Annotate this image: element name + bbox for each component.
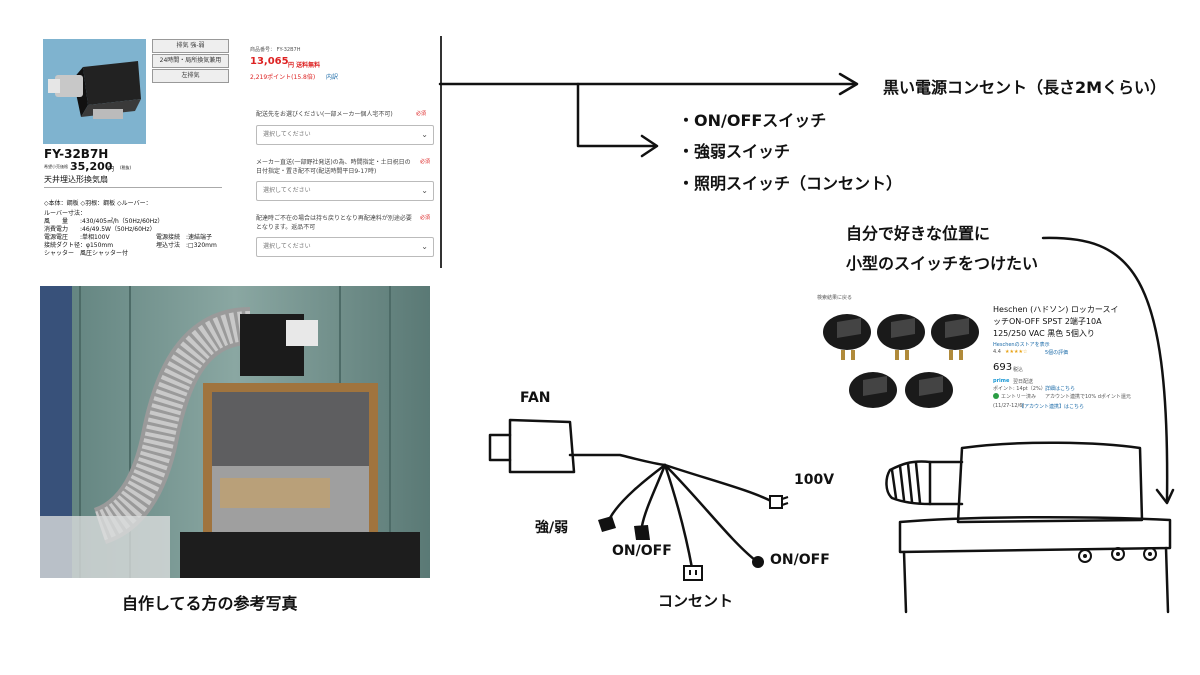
onoff-switch-left-icon — [634, 525, 650, 540]
rating-value: 4.4 — [993, 349, 1001, 355]
fan-box-sketch — [956, 441, 1144, 524]
reviews-link[interactable]: 5個の評価 — [1045, 350, 1069, 356]
select-placeholder: 選択してください — [263, 131, 311, 138]
price-unit: 円 — [108, 166, 115, 173]
wiring-onoff-right-label: ON/OFF — [770, 552, 830, 568]
product-name: 天井埋込形換気扇 — [44, 175, 108, 184]
chevron-down-icon: ⌄ — [421, 186, 428, 195]
outlet-plug-icon — [683, 565, 703, 581]
campaign-period: (11/27-12/6) — [993, 403, 1025, 409]
points-detail-link[interactable]: 詳細はこちら — [1045, 386, 1076, 392]
select-placeholder: 選択してください — [263, 187, 311, 194]
order-panel: 商品番号： FY-32B7H 13,065 円 送料無料 2,219ポイント(1… — [248, 36, 442, 268]
arrow-to-box-switches — [1041, 236, 1169, 502]
tag-24h-ventilation: 24時間・局所換気兼用 — [152, 54, 229, 68]
product-title-line1: Heschen (ハドソン) ロッカースイ — [993, 305, 1119, 314]
spec-line: 接続ダクト径：φ150mm — [44, 242, 114, 249]
amazon-product-card: 検索結果に戻る Heschen (ハドソン) ロッカースイ ッチON-OFF S… — [815, 292, 1131, 418]
store-link[interactable]: Heschenのストアを表示 — [993, 342, 1050, 348]
ventilation-fan-icon — [43, 39, 146, 144]
spec-line: 風 量 :430/405㎥/h（50Hz/60Hz） — [44, 218, 164, 225]
chevron-down-icon: ⌄ — [421, 242, 428, 251]
entry-status: エントリー済み — [1001, 394, 1037, 400]
wiring-strength-label: 強/弱 — [535, 520, 569, 536]
wiring-100v-label: 100V — [794, 472, 835, 488]
booth-top-sketch — [898, 515, 1172, 554]
product-title-line3: 125/250 VAC 黒色 5個入り — [993, 329, 1095, 338]
tag-exhaust-strength: 排気 強-弱 — [152, 39, 229, 53]
diy-booth-photo — [40, 286, 430, 578]
box-switch-3-icon — [1143, 547, 1157, 561]
back-to-results-link[interactable]: 検索結果に戻る — [817, 295, 853, 301]
tax-note: (税抜) — [120, 165, 132, 170]
arrow-to-switches — [576, 82, 657, 148]
prime-badge: prime — [993, 378, 1010, 384]
product-spec-card: 排気 強-弱 24時間・局所換気兼用 左排気 FY-32B7H 希望小売価格 3… — [40, 36, 240, 266]
wish-line-1: 自分で好きな位置に — [846, 224, 991, 243]
materials-text: ◇本体：鋼板 ◇羽根：鋼板 ◇ルーバー： — [44, 200, 152, 207]
power-plug-icon — [769, 495, 789, 509]
spec-line: ルーバー寸法： — [44, 210, 86, 217]
product-model: FY-32B7H — [44, 147, 109, 161]
product-price: 35,200 — [70, 160, 113, 173]
booth-box-sketch — [885, 441, 1172, 614]
reference-photo — [40, 286, 430, 578]
bullet-strength: ・強弱スイッチ — [678, 142, 791, 161]
redelivery-question: 配達時ご不在の場合は持ち戻りとなり再配達料が別途必要となります。返品不可 — [256, 215, 412, 231]
required-badge: 必須 — [420, 215, 431, 221]
delivery-question: 配送先をお選びください(一部メーカー個人宅不可) — [256, 111, 393, 118]
strength-switch-icon — [598, 516, 616, 532]
outlet-label: 黒い電源コンセント（長さ2Mくらい） — [883, 78, 1167, 97]
points-text: 2,219ポイント(15.8倍) — [250, 74, 316, 81]
wiring-outlet-label: コンセント — [658, 592, 734, 610]
price-label: 希望小売価格 — [44, 164, 68, 169]
spec-line: 電源電圧 :単相100V — [44, 234, 110, 241]
bullet-onoff: ・ON/OFFスイッチ — [678, 111, 827, 130]
wish-line-2: 小型のスイッチをつけたい — [846, 254, 1039, 273]
shipping-free: 円 送料無料 — [288, 62, 321, 69]
delivery-select[interactable]: 選択してください ⌄ — [256, 125, 434, 145]
rocker-switch-image — [823, 314, 979, 408]
rating-stars-icon: ★★★★☆ — [1005, 349, 1028, 355]
chevron-down-icon: ⌄ — [421, 130, 428, 139]
box-switch-2-icon — [1111, 547, 1125, 561]
tag-left-exhaust: 左排気 — [152, 69, 229, 83]
bullet-light: ・照明スイッチ（コンセント） — [678, 174, 903, 193]
points-breakdown-link[interactable]: 内訳 — [326, 74, 339, 81]
order-price: 13,065 — [250, 56, 289, 67]
product-number: 商品番号： FY-32B7H — [250, 47, 301, 53]
fan-sketch — [508, 418, 576, 474]
fan-product-image — [43, 39, 146, 144]
wiring-sketch — [488, 418, 789, 581]
onoff-switch-right-icon — [752, 556, 764, 568]
direct-ship-select[interactable]: 選択してください ⌄ — [256, 181, 434, 201]
amazon-price: 693 — [993, 362, 1013, 373]
required-badge: 必須 — [416, 111, 427, 117]
campaign-text: アカウント連携で10% dポイント還元 — [1045, 394, 1131, 400]
amazon-points: ポイント: 14pt（2%） — [993, 386, 1046, 392]
divider — [44, 187, 222, 188]
check-icon — [993, 393, 999, 399]
account-link[interactable]: 【アカウント連携】はこちら — [1019, 404, 1085, 410]
product-title-line2: ッチON-OFF SPST 2端子10A — [993, 317, 1102, 326]
prime-delivery: 翌日配送 — [1013, 379, 1034, 385]
photo-caption: 自作してる方の参考写真 — [122, 594, 298, 613]
spec-line: シャッター 風圧シャッター付 — [44, 250, 129, 257]
spec-line: 埋込寸法 :□320mm — [156, 242, 217, 249]
direct-ship-question: メーカー直送(一部野社発送)の為、時間指定・土日祝日の日付指定・置き配不可(配送… — [256, 159, 411, 175]
required-badge: 必須 — [420, 159, 431, 165]
spec-line: 電源接続 :速結端子 — [156, 234, 213, 241]
wiring-onoff-left-label: ON/OFF — [612, 543, 672, 559]
wiring-fan-label: FAN — [520, 390, 551, 406]
box-switch-1-icon — [1078, 549, 1092, 563]
price-tax-note: 税込 — [1013, 367, 1024, 373]
spec-line: 消費電力 :46/49.5W（50Hz/60Hz） — [44, 226, 156, 233]
select-placeholder: 選択してください — [263, 243, 311, 250]
redelivery-select[interactable]: 選択してください ⌄ — [256, 237, 434, 257]
